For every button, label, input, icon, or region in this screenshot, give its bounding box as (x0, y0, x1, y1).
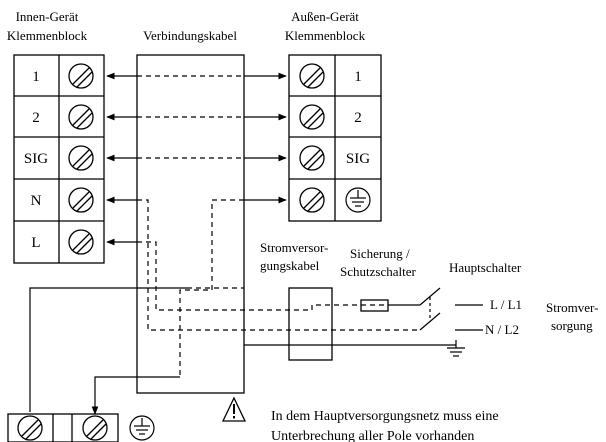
indoor-unit-title: Innen-Gerät (16, 9, 79, 24)
outdoor-unit-subtitle: Klemmenblock (285, 28, 366, 43)
main-switch-icon (388, 287, 483, 331)
power-cable-box (288, 287, 333, 361)
connection-wires (29, 72, 420, 415)
terminal-screw-icon (299, 187, 325, 213)
warning-text: In dem Hauptversorgungsnetz muss eine (271, 409, 499, 424)
bottom-terminal-block (7, 413, 119, 442)
terminal-screw-icon (68, 229, 94, 255)
supply-n-label: N / L2 (485, 322, 519, 337)
terminal-screw-icon (68, 63, 94, 89)
indoor-terminal-2-label: 2 (32, 110, 40, 126)
indoor-unit-subtitle: Klemmenblock (7, 28, 88, 43)
connection-cable-box (136, 54, 245, 394)
indoor-terminal-block (13, 54, 105, 264)
warning-triangle-icon (221, 396, 247, 422)
fuse-label-cont: Schutzschalter (340, 264, 416, 279)
supply-label-cont: sorgung (551, 318, 593, 333)
indoor-terminal-sig-label: SIG (24, 151, 48, 167)
fuse-label: Sicherung / (350, 246, 410, 261)
ground-icon (129, 415, 155, 441)
supply-l-label: L / L1 (490, 297, 522, 312)
main-switch-label: Hauptschalter (449, 260, 522, 275)
power-cable-label: Stromversor- (260, 240, 328, 255)
indoor-terminal-1-label: 1 (32, 69, 40, 85)
terminal-screw-icon (299, 104, 325, 130)
indoor-terminal-n-label: N (31, 193, 42, 209)
supply-label: Stromver- (546, 300, 598, 315)
outdoor-terminal-2-label: 2 (354, 110, 362, 126)
outdoor-terminal-block (288, 54, 382, 222)
terminal-screw-icon (68, 104, 94, 130)
outdoor-terminal-1-label: 1 (354, 69, 362, 85)
ground-icon (244, 340, 465, 357)
ground-icon (345, 187, 371, 213)
warning-text-cont: Unterbrechung aller Pole vorhanden (271, 429, 474, 442)
terminal-screw-icon (17, 415, 43, 441)
indoor-terminal-l-label: L (31, 235, 40, 251)
terminal-screw-icon (299, 145, 325, 171)
terminal-screw-icon (299, 63, 325, 89)
connection-cable-label: Verbindungskabel (143, 28, 237, 43)
power-cable-label-cont: gungskabel (260, 258, 320, 273)
outdoor-unit-title: Außen-Gerät (291, 9, 359, 24)
outdoor-terminal-sig-label: SIG (346, 151, 370, 167)
terminal-screw-icon (82, 415, 108, 441)
terminal-screw-icon (68, 187, 94, 213)
terminal-screw-icon (68, 145, 94, 171)
